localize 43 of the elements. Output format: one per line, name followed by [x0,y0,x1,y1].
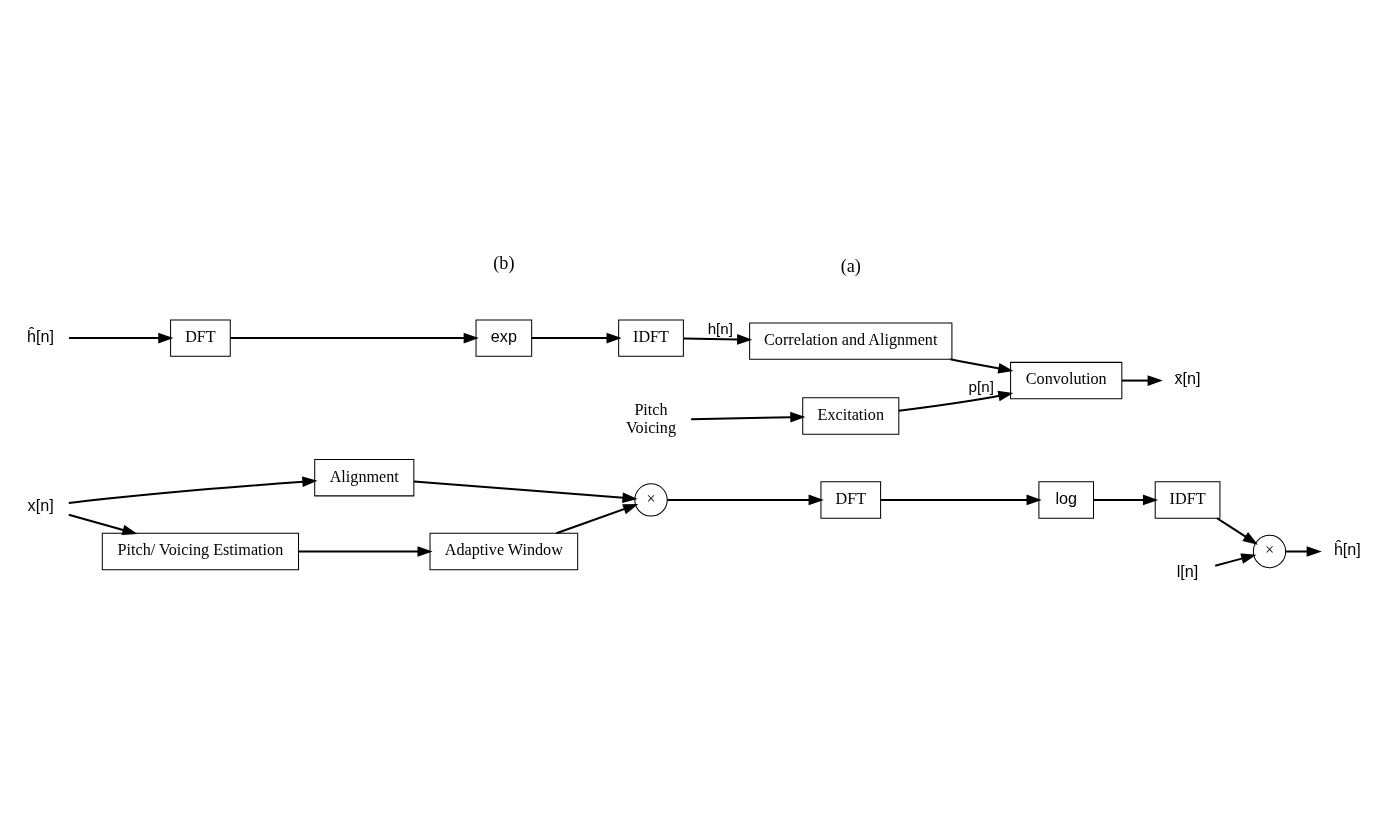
node-box: DFT [820,481,882,519]
node-box: Correlation and Alignment [749,322,953,360]
arrow [298,546,433,557]
arrow [1216,517,1258,545]
node-text: ĥ[n] [1333,540,1361,559]
node-box: exp [475,319,533,357]
node-text: ĥ[n] [27,326,55,345]
arrow [1122,375,1163,386]
arrow [413,480,638,504]
arrow [1214,553,1257,567]
arrow [68,476,318,504]
node-box: Alignment [314,458,415,497]
node-box: IDFT [618,319,684,357]
node-box: log [1038,481,1094,519]
node-text: l[n] [1176,561,1199,580]
arrow [1093,494,1159,506]
arrow [950,358,1014,374]
node-box: Convolution [1010,361,1123,400]
node-circle: × [634,483,668,517]
node-box: DFT [170,319,231,357]
arrow [667,494,824,506]
node-box: IDFT [1154,481,1221,519]
node-box: Pitch/ Voicing Estimation [101,532,300,571]
edge-label: p[n] [968,377,994,395]
arrow [683,334,753,345]
node-text: Pitch Voicing [626,400,677,436]
node-circle: × [1252,534,1287,569]
edge-label: h[n] [707,320,733,338]
arrow [68,513,138,536]
node-text: x̄[n] [1174,369,1201,388]
label: (b) [493,252,515,273]
node-box: Adaptive Window [429,532,579,571]
arrow [691,411,806,423]
label: (a) [840,255,861,276]
arrow [1285,546,1322,557]
arrow [230,332,479,344]
arrow [69,332,174,344]
arrow [881,494,1042,506]
arrow [556,504,639,535]
node-text: x[n] [27,495,54,514]
arrow [531,332,622,344]
arrow [898,390,1014,412]
node-box: Excitation [802,397,900,435]
